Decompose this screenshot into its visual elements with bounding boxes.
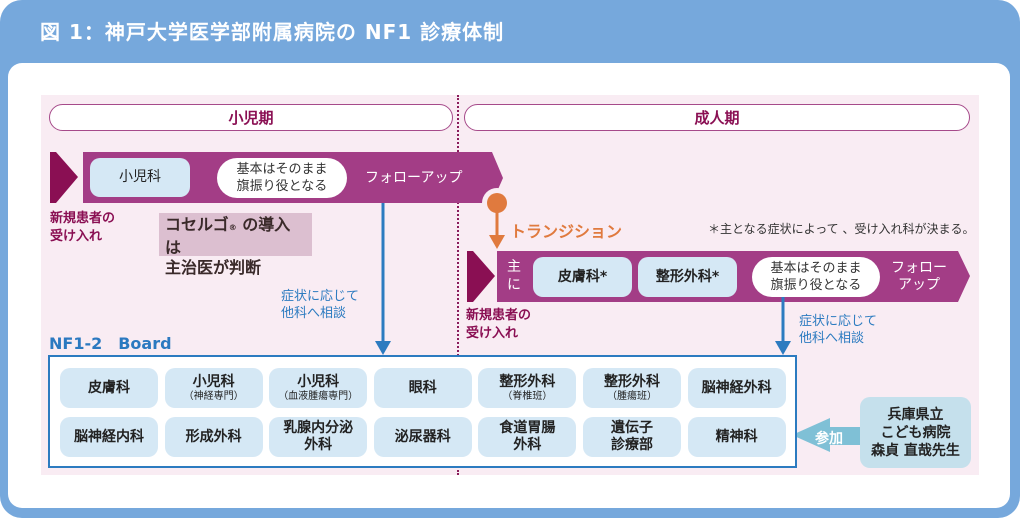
- board-cell: 精神科: [687, 417, 786, 457]
- board-cell: 形成外科: [164, 417, 263, 457]
- koselugo-note-line1-rest: の導入は: [165, 215, 291, 257]
- adult-consult-arrowhead: [775, 341, 791, 355]
- board-cell-name: 小児科: [297, 373, 340, 390]
- board-cell-name: 泌尿器科: [394, 428, 451, 445]
- board-cell-name: 形成外科: [185, 428, 242, 445]
- board-cell: 脳神経外科: [687, 368, 786, 408]
- adult-intake-marker: [467, 251, 495, 302]
- board-cell-subtitle: （脊椎班）: [502, 390, 553, 402]
- board-cell-name: 小児科: [192, 373, 235, 390]
- board-cell: 遺伝子 診療部: [583, 417, 681, 457]
- adult-role-line2: 旗振り役となる: [770, 278, 862, 293]
- board-cell-name: 乳腺内分泌 外科: [283, 420, 354, 453]
- child-intake-label: 新規患者の 受け入れ: [50, 210, 115, 246]
- figure-title: 図 1：神戸大学医学部附属病院の NF1 診療体制: [40, 20, 505, 44]
- child-intake-line1: 新規患者の: [50, 211, 116, 226]
- board-cell: 乳腺内分泌 外科: [269, 417, 368, 457]
- board-cell-name: 整形外科: [499, 373, 556, 390]
- board-cell-subtitle: （血液腫瘍専門）: [278, 390, 359, 402]
- adult-role-pill: 基本はそのまま旗振り役となる: [752, 257, 880, 297]
- adult-main-label: 主 に: [505, 258, 523, 294]
- external-line2: こども病院: [880, 424, 951, 441]
- board-cell: 泌尿器科: [373, 417, 472, 457]
- transition-dot: [487, 193, 507, 213]
- nf1-2-board: 皮膚科小児科（神経専門）小児科（血液腫瘍専門）眼科整形外科（脊椎班）整形外科（腫…: [48, 355, 797, 468]
- board-cell-name: 脳神経外科: [701, 379, 772, 396]
- board-cell: 小児科（血液腫瘍専門）: [269, 368, 368, 408]
- child-role-line1: 基本はそのまま: [236, 162, 328, 177]
- external-participant: 兵庫県立 こども病院 森貞 直哉先生: [860, 397, 971, 468]
- koselugo-note: コセルゴ® の導入は 主治医が判断: [159, 213, 312, 277]
- child-followup-label: フォローアップ: [365, 170, 463, 186]
- board-cell: 小児科（神経専門）: [164, 368, 263, 408]
- child-department-pediatrics: 小児科: [90, 158, 190, 197]
- external-line1: 兵庫県立: [887, 406, 944, 423]
- adult-intake-label: 新規患者の 受け入れ: [466, 307, 531, 343]
- adult-consult-line1: 症状に応じて: [799, 314, 878, 329]
- period-divider: [457, 95, 459, 475]
- child-consult-label: 症状に応じて 他科へ相談: [281, 288, 359, 322]
- transition-label: トランジション: [510, 222, 623, 241]
- transition-arrowhead: [489, 235, 505, 249]
- period-header-child: 小児期: [49, 104, 453, 131]
- child-consult-line2: 他科へ相談: [281, 306, 347, 321]
- board-cell: 整形外科（腫瘍班）: [583, 368, 681, 408]
- adult-consult-label: 症状に応じて 他科へ相談: [799, 313, 877, 347]
- board-cell-name: 眼科: [408, 379, 437, 396]
- board-cell-name: 整形外科: [604, 373, 660, 390]
- adult-followup-line1: フォロー: [891, 260, 947, 276]
- adult-main-label-1: 主: [507, 259, 521, 275]
- join-arrow: [792, 418, 860, 452]
- adult-department-orthopedics: 整形外科*: [638, 257, 737, 297]
- adult-consult-line2: 他科へ相談: [799, 331, 865, 346]
- registered-mark: ®: [228, 223, 237, 232]
- adult-followup-line2: アップ: [898, 277, 940, 293]
- board-cell: 食道胃腸 外科: [478, 417, 577, 457]
- board-cell-name: 食道胃腸 外科: [499, 420, 556, 453]
- child-consult-arrowhead: [375, 341, 391, 355]
- board-cell: 皮膚科: [60, 368, 158, 408]
- koselugo-name: コセルゴ: [165, 215, 229, 234]
- adult-role-line1: 基本はそのまま: [770, 261, 862, 276]
- board-cell-name: 皮膚科: [88, 379, 130, 396]
- child-consult-line1: 症状に応じて: [281, 289, 360, 304]
- board-cell-subtitle: （腫瘍班）: [607, 390, 657, 402]
- adult-department-dermatology: 皮膚科*: [533, 257, 632, 297]
- adult-main-label-2: に: [507, 277, 521, 293]
- board-cell: 眼科: [373, 368, 472, 408]
- board-cell-name: 精神科: [715, 428, 758, 445]
- board-cell: 脳神経内科: [60, 417, 158, 457]
- board-cell-name: 遺伝子 診療部: [611, 420, 653, 453]
- board-label: NF1-2 Board: [49, 334, 172, 353]
- adult-footnote: ＊主となる症状によって 、受け入れ科が決まる。: [708, 222, 975, 236]
- board-cell-subtitle: （神経専門）: [183, 390, 244, 402]
- adult-intake-line1: 新規患者の: [466, 308, 532, 323]
- child-role-line2: 旗振り役となる: [236, 179, 328, 194]
- adult-intake-line2: 受け入れ: [466, 326, 519, 341]
- board-cell-name: 脳神経内科: [74, 428, 144, 445]
- external-line3: 森貞 直哉先生: [871, 442, 960, 459]
- child-intake-marker: [50, 152, 78, 203]
- period-header-adult: 成人期: [464, 104, 970, 131]
- board-cell: 整形外科（脊椎班）: [478, 368, 577, 408]
- child-intake-line2: 受け入れ: [50, 229, 103, 244]
- join-label: 参加: [815, 431, 843, 447]
- child-role-pill: 基本はそのまま旗振り役となる: [217, 158, 347, 198]
- adult-followup-label: フォロー アップ: [886, 260, 952, 294]
- koselugo-note-line2: 主治医が判断: [165, 258, 262, 277]
